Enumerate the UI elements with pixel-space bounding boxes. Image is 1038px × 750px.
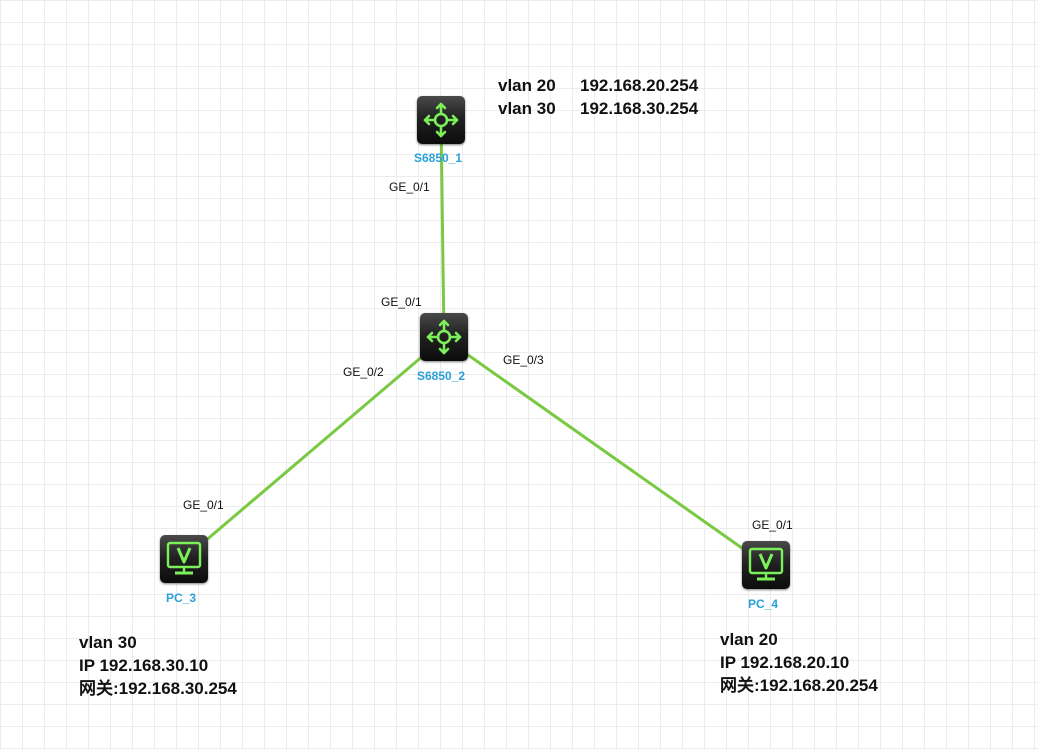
switch-s6850-1[interactable]	[417, 96, 465, 144]
port-label-s6850-2-ge-0-3: GE_0/3	[503, 353, 544, 367]
pc-icon	[166, 541, 202, 575]
port-label-pc-3-ge-0-1: GE_0/1	[183, 498, 224, 512]
port-label-s6850-2-ge-0-1: GE_0/1	[381, 295, 422, 309]
link-s6850-2-to-pc-3[interactable]	[183, 336, 445, 561]
note-row: vlan 30 192.168.30.254	[498, 97, 698, 120]
pc-icon	[748, 547, 784, 581]
pc-4-gateway: 网关:192.168.20.254	[720, 676, 878, 695]
note-row: vlan 20 192.168.20.254	[498, 74, 698, 97]
link-s6850-1-to-s6850-2[interactable]	[439, 119, 446, 339]
pc-3-vlan: vlan 30	[79, 633, 137, 652]
pc-3-ip: IP 192.168.30.10	[79, 656, 209, 675]
switch-s6850-2[interactable]	[420, 313, 468, 361]
link-s6850-2-to-pc-4[interactable]	[443, 336, 767, 567]
device-label-pc-3: PC_3	[166, 591, 197, 605]
port-label-s6850-1-ge-0-1: GE_0/1	[389, 180, 430, 194]
device-label-s6850-1: S6850_1	[414, 151, 463, 165]
device-label-pc-4: PC_4	[748, 597, 779, 611]
router-icon	[423, 102, 459, 138]
pc-pc-3[interactable]	[160, 535, 208, 583]
router-icon	[426, 319, 462, 355]
port-label-s6850-2-ge-0-2: GE_0/2	[343, 365, 384, 379]
device-label-s6850-2: S6850_2	[417, 369, 466, 383]
pc-pc-4[interactable]	[742, 541, 790, 589]
port-label-pc-4-ge-0-1: GE_0/1	[752, 518, 793, 532]
pc-4-vlan: vlan 20	[720, 630, 778, 649]
vlan-id: vlan 30	[498, 99, 556, 118]
note-pc-4: vlan 20 IP 192.168.20.10 网关:192.168.20.2…	[720, 628, 878, 697]
note-s6850-1-vlans: vlan 20 192.168.20.254 vlan 30 192.168.30.…	[498, 74, 698, 120]
vlan-ip: 192.168.30.254	[580, 99, 699, 118]
pc-3-gateway: 网关:192.168.30.254	[79, 679, 237, 698]
note-pc-3: vlan 30 IP 192.168.30.10 网关:192.168.30.2…	[79, 631, 237, 700]
pc-4-ip: IP 192.168.20.10	[720, 653, 850, 672]
vlan-ip: 192.168.20.254	[580, 76, 699, 95]
vlan-id: vlan 20	[498, 76, 556, 95]
